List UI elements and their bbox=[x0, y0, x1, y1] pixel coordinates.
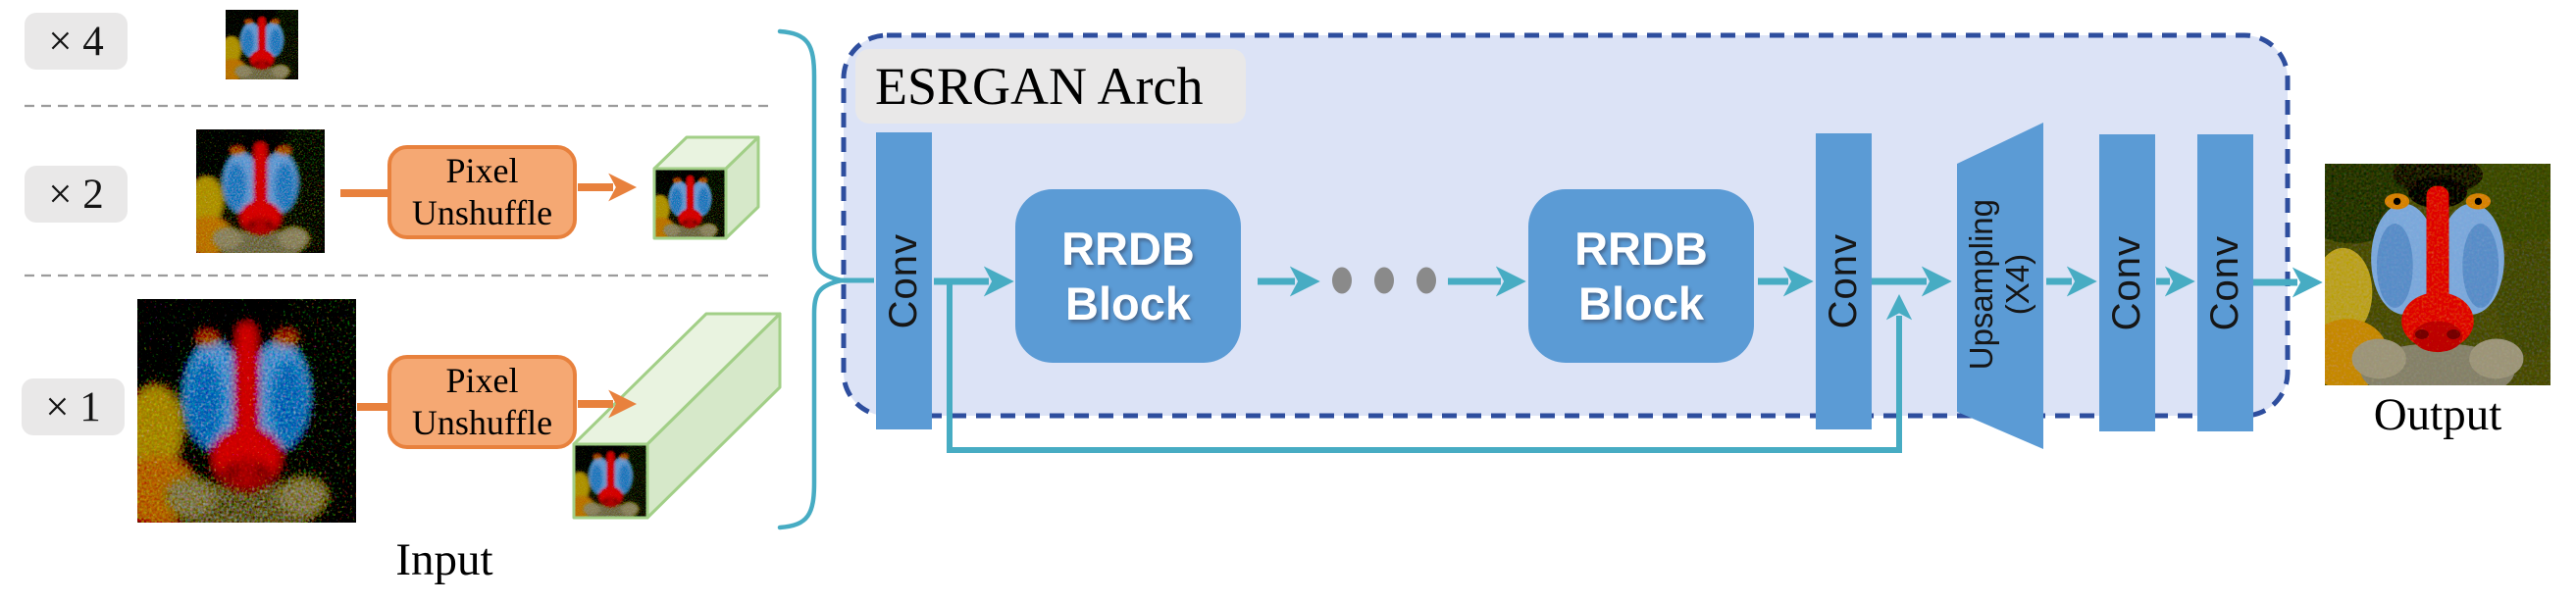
upsampling-line1: Upsampling bbox=[1963, 198, 2000, 371]
pixel-unshuffle-box-x2: Pixel Unshuffle bbox=[387, 145, 577, 239]
rrdb-line2: Block bbox=[1065, 276, 1191, 329]
input-caption: Input bbox=[395, 534, 493, 585]
pixel-unshuffle-line1: Pixel bbox=[445, 150, 519, 190]
feature-cube-small bbox=[652, 135, 760, 240]
upsampling-line2: (X4) bbox=[1999, 253, 2035, 316]
output-caption: Output bbox=[2373, 389, 2502, 440]
conv-bar-label: Conv bbox=[882, 232, 925, 329]
pixel-unshuffle-box-x1: Pixel Unshuffle bbox=[387, 355, 577, 449]
rrdb-ellipsis-dots bbox=[1332, 267, 1436, 294]
conv-bar-4: Conv bbox=[2197, 134, 2253, 431]
feature-cuboid-long bbox=[572, 312, 782, 520]
output-image bbox=[2325, 164, 2550, 385]
conv-bar-1: Conv bbox=[876, 132, 932, 429]
conv-bar-2: Conv bbox=[1816, 133, 1872, 429]
skip-connection-line bbox=[947, 282, 1913, 453]
conv-bar-3: Conv bbox=[2099, 134, 2155, 431]
rrdb-block-2: RRDB Block bbox=[1528, 189, 1754, 363]
pixel-unshuffle-line1: Pixel bbox=[445, 360, 519, 400]
rrdb-line1: RRDB bbox=[1061, 223, 1195, 276]
input-image-x2 bbox=[196, 129, 325, 253]
conv-bar-label: Conv bbox=[1822, 233, 1865, 329]
input-grouping-brace bbox=[777, 28, 843, 530]
scale-label-x1: × 1 bbox=[22, 378, 125, 435]
conv-bar-label: Conv bbox=[2203, 234, 2246, 331]
rrdb-line2: Block bbox=[1578, 276, 1704, 329]
input-image-x1 bbox=[137, 299, 356, 523]
scale-label-x4: × 4 bbox=[25, 13, 128, 70]
rrdb-line1: RRDB bbox=[1574, 223, 1708, 276]
scale-label-x2: × 2 bbox=[25, 166, 128, 223]
conv-bar-label: Conv bbox=[2105, 234, 2148, 331]
esrgan-arch-title: ESRGAN Arch bbox=[855, 49, 1246, 124]
upsampling-trapezoid bbox=[1957, 123, 2043, 449]
input-image-x4 bbox=[226, 10, 298, 79]
upsampling-label: Upsampling (X4) bbox=[1957, 147, 2043, 422]
rrdb-block-1: RRDB Block bbox=[1015, 189, 1241, 363]
pixel-unshuffle-line2: Unshuffle bbox=[411, 403, 553, 442]
pixel-unshuffle-line2: Unshuffle bbox=[411, 193, 553, 232]
